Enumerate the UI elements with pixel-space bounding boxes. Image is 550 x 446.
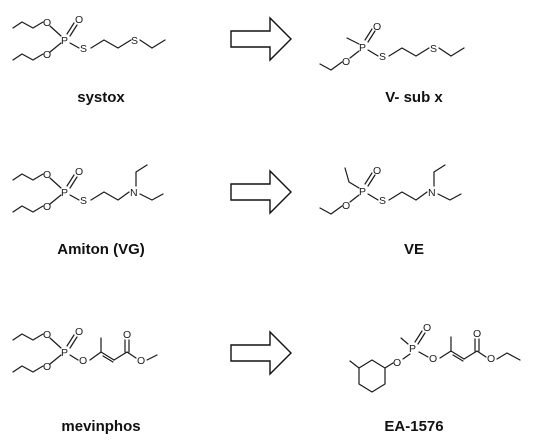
atom-oxygen: O <box>43 361 51 373</box>
atom-oxygen: O <box>75 326 83 338</box>
structure-ea1576: O P O O O O <box>349 322 521 393</box>
atom-oxygen: O <box>43 201 51 213</box>
atom-phosphorus: P <box>61 35 68 47</box>
atom-sulfur: S <box>379 195 386 207</box>
structure-vsubx: P O O S S <box>319 21 465 71</box>
label-amiton: Amiton (VG) <box>57 241 145 258</box>
atom-oxygen: O <box>393 357 401 369</box>
structure-amiton: O O P O S N <box>12 164 164 213</box>
label-mevinphos: mevinphos <box>61 418 141 435</box>
atom-nitrogen: N <box>428 187 436 199</box>
atom-oxygen: O <box>43 17 51 29</box>
atom-oxygen: O <box>342 200 350 212</box>
atom-oxygen: O <box>43 49 51 61</box>
atom-oxygen: O <box>75 166 83 178</box>
atom-oxygen: O <box>373 21 381 33</box>
atom-oxygen: O <box>342 56 350 68</box>
atom-oxygen: O <box>43 329 51 341</box>
atom-phosphorus: P <box>359 42 366 54</box>
atom-oxygen: O <box>79 355 87 367</box>
label-ea1576: EA-1576 <box>384 418 444 435</box>
atom-phosphorus: P <box>409 343 416 355</box>
arrow-amiton-to-ve <box>230 169 292 215</box>
structure-ve: P O O S N <box>319 164 462 215</box>
atom-oxygen: O <box>43 169 51 181</box>
atom-oxygen: O <box>137 355 145 367</box>
atom-oxygen: O <box>373 165 381 177</box>
atom-sulfur: S <box>80 43 87 55</box>
atom-oxygen: O <box>429 353 437 365</box>
atom-phosphorus: P <box>359 186 366 198</box>
arrow-systox-to-vsubx <box>230 16 292 62</box>
atom-sulfur: S <box>131 35 138 47</box>
label-systox: systox <box>77 89 125 106</box>
label-ve: VE <box>403 241 425 258</box>
atom-oxygen: O <box>487 353 495 365</box>
atom-phosphorus: P <box>61 187 68 199</box>
atom-phosphorus: P <box>61 347 68 359</box>
atom-sulfur: S <box>80 195 87 207</box>
atom-sulfur: S <box>430 43 437 55</box>
atom-oxygen: O <box>75 14 83 26</box>
atom-oxygen: O <box>423 322 431 334</box>
atom-oxygen: O <box>473 328 481 340</box>
label-vsubx: V- sub x <box>385 89 443 106</box>
atom-oxygen: O <box>123 329 131 341</box>
structure-mevinphos: O O P O O O O <box>12 326 158 373</box>
atom-sulfur: S <box>379 51 386 63</box>
atom-nitrogen: N <box>130 187 138 199</box>
structure-systox: O O P O S S <box>12 14 166 61</box>
arrow-mevinphos-to-ea1576 <box>230 330 292 376</box>
